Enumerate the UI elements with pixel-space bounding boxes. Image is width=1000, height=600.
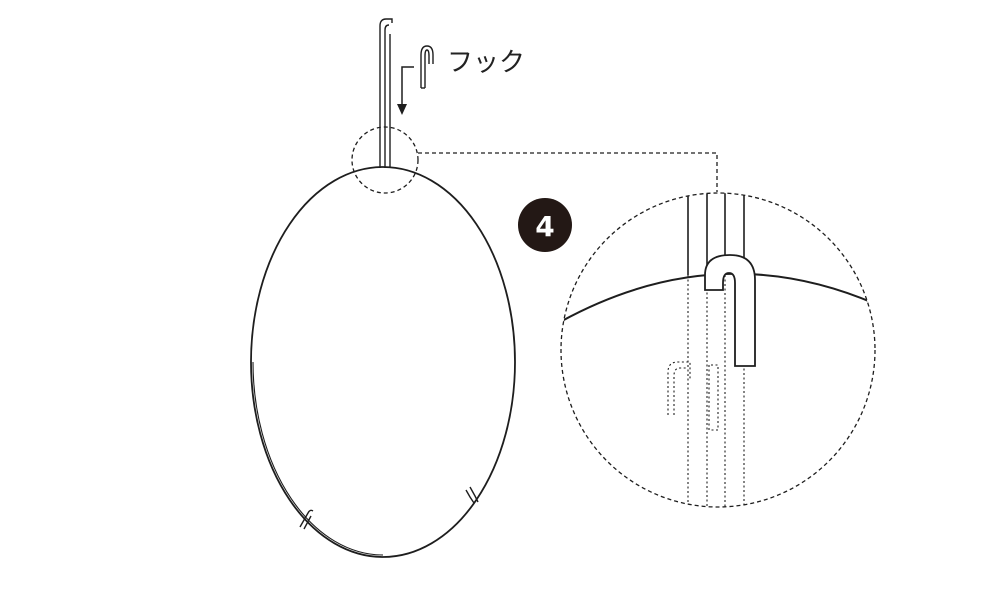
hanging-wire	[379, 18, 393, 168]
hook-label: フック	[447, 48, 525, 78]
mirror-clip-left	[299, 509, 314, 530]
zoom-wires	[687, 193, 745, 275]
zoom-detail-view	[560, 192, 876, 508]
leader-line	[418, 152, 718, 192]
zoom-circle	[560, 192, 876, 508]
step-number: 4	[535, 210, 554, 243]
zoom-hidden-wires	[667, 265, 745, 507]
detail-source-circle	[351, 126, 419, 194]
down-arrow-icon	[397, 66, 414, 115]
mirror-clip-right	[465, 486, 479, 504]
mirror-oval	[250, 166, 516, 558]
hook-icon	[420, 45, 434, 89]
zoom-hook-icon	[704, 254, 756, 367]
step-badge: 4	[518, 198, 572, 252]
